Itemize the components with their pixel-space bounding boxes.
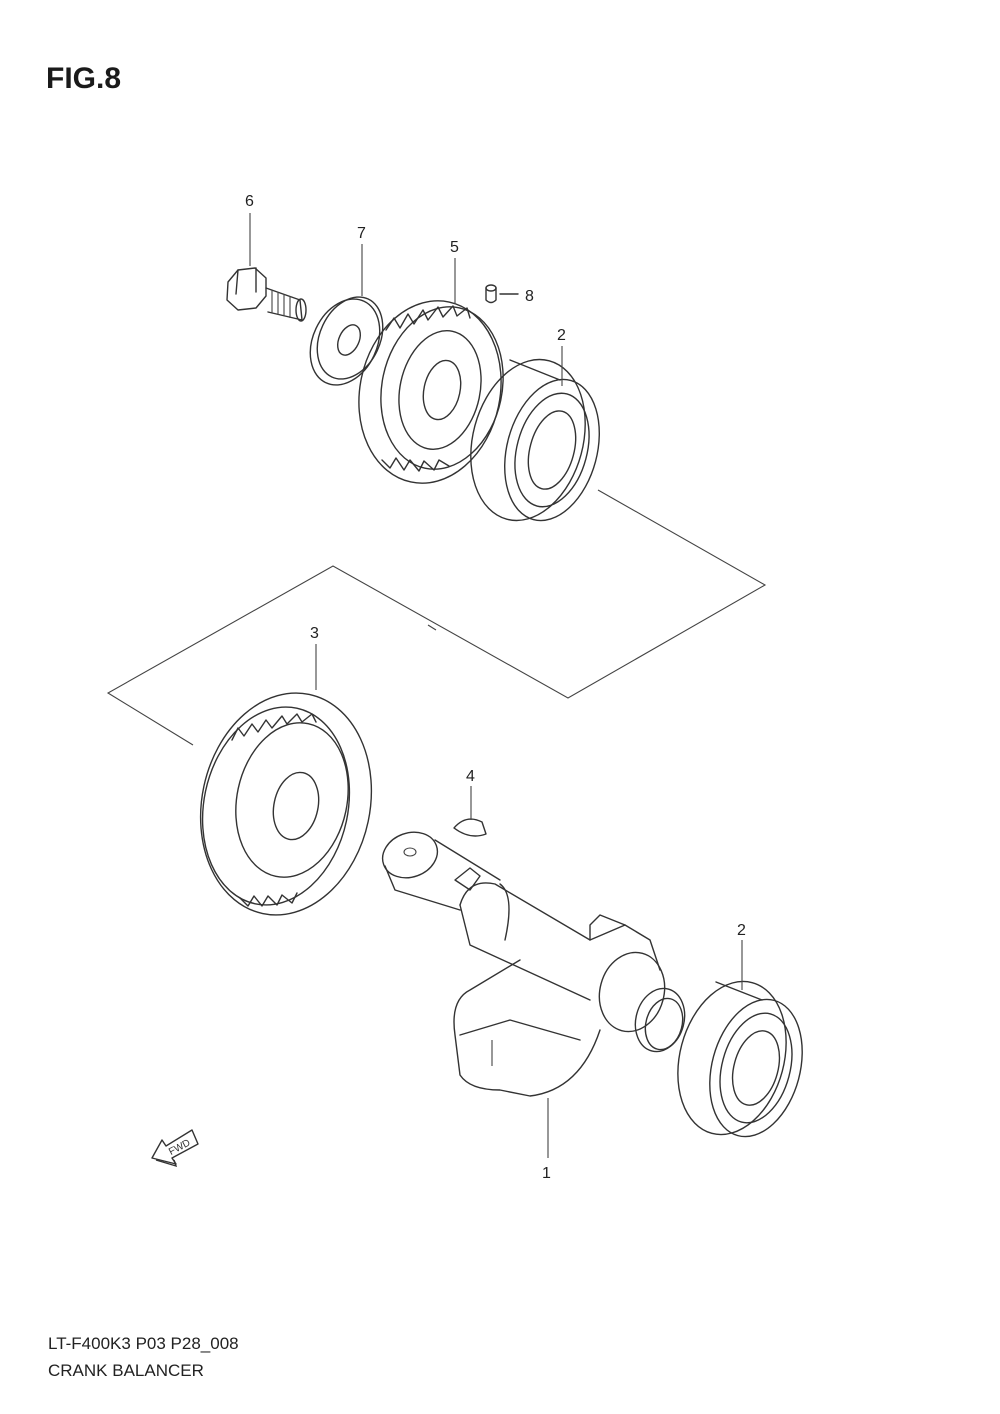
callout-2-lower: 2 [737, 922, 746, 939]
part-balancer-driven-gear[interactable] [342, 287, 517, 496]
callout-7: 7 [357, 225, 366, 242]
part-crank-balancer[interactable] [376, 825, 691, 1097]
callout-2-upper: 2 [557, 327, 566, 344]
fwd-arrow-icon: FWD [151, 1129, 199, 1168]
part-balancer-drive-gear[interactable] [181, 677, 392, 931]
figure-footer: LT-F400K3 P03 P28_008 CRANK BALANCER [48, 1330, 239, 1384]
part-bolt[interactable] [226, 267, 307, 322]
part-washer[interactable] [297, 286, 395, 396]
fwd-label: FWD [167, 1138, 192, 1158]
figure-title: FIG.8 [46, 62, 122, 95]
part-dowel-pin[interactable] [485, 284, 519, 304]
part-key[interactable] [453, 818, 487, 837]
part-bearing-upper[interactable] [454, 347, 614, 534]
callout-6: 6 [245, 193, 254, 210]
part-bearing-lower[interactable] [662, 969, 817, 1147]
callout-3: 3 [310, 625, 319, 642]
callout-8: 8 [525, 288, 534, 305]
model-code: LT-F400K3 P03 P28_008 [48, 1334, 239, 1353]
assembly-plane-outline [106, 489, 767, 746]
leader-lines [249, 213, 743, 1158]
callout-5: 5 [450, 239, 459, 256]
callout-4: 4 [466, 768, 475, 785]
callout-1: 1 [542, 1165, 551, 1182]
section-name: CRANK BALANCER [48, 1361, 204, 1380]
